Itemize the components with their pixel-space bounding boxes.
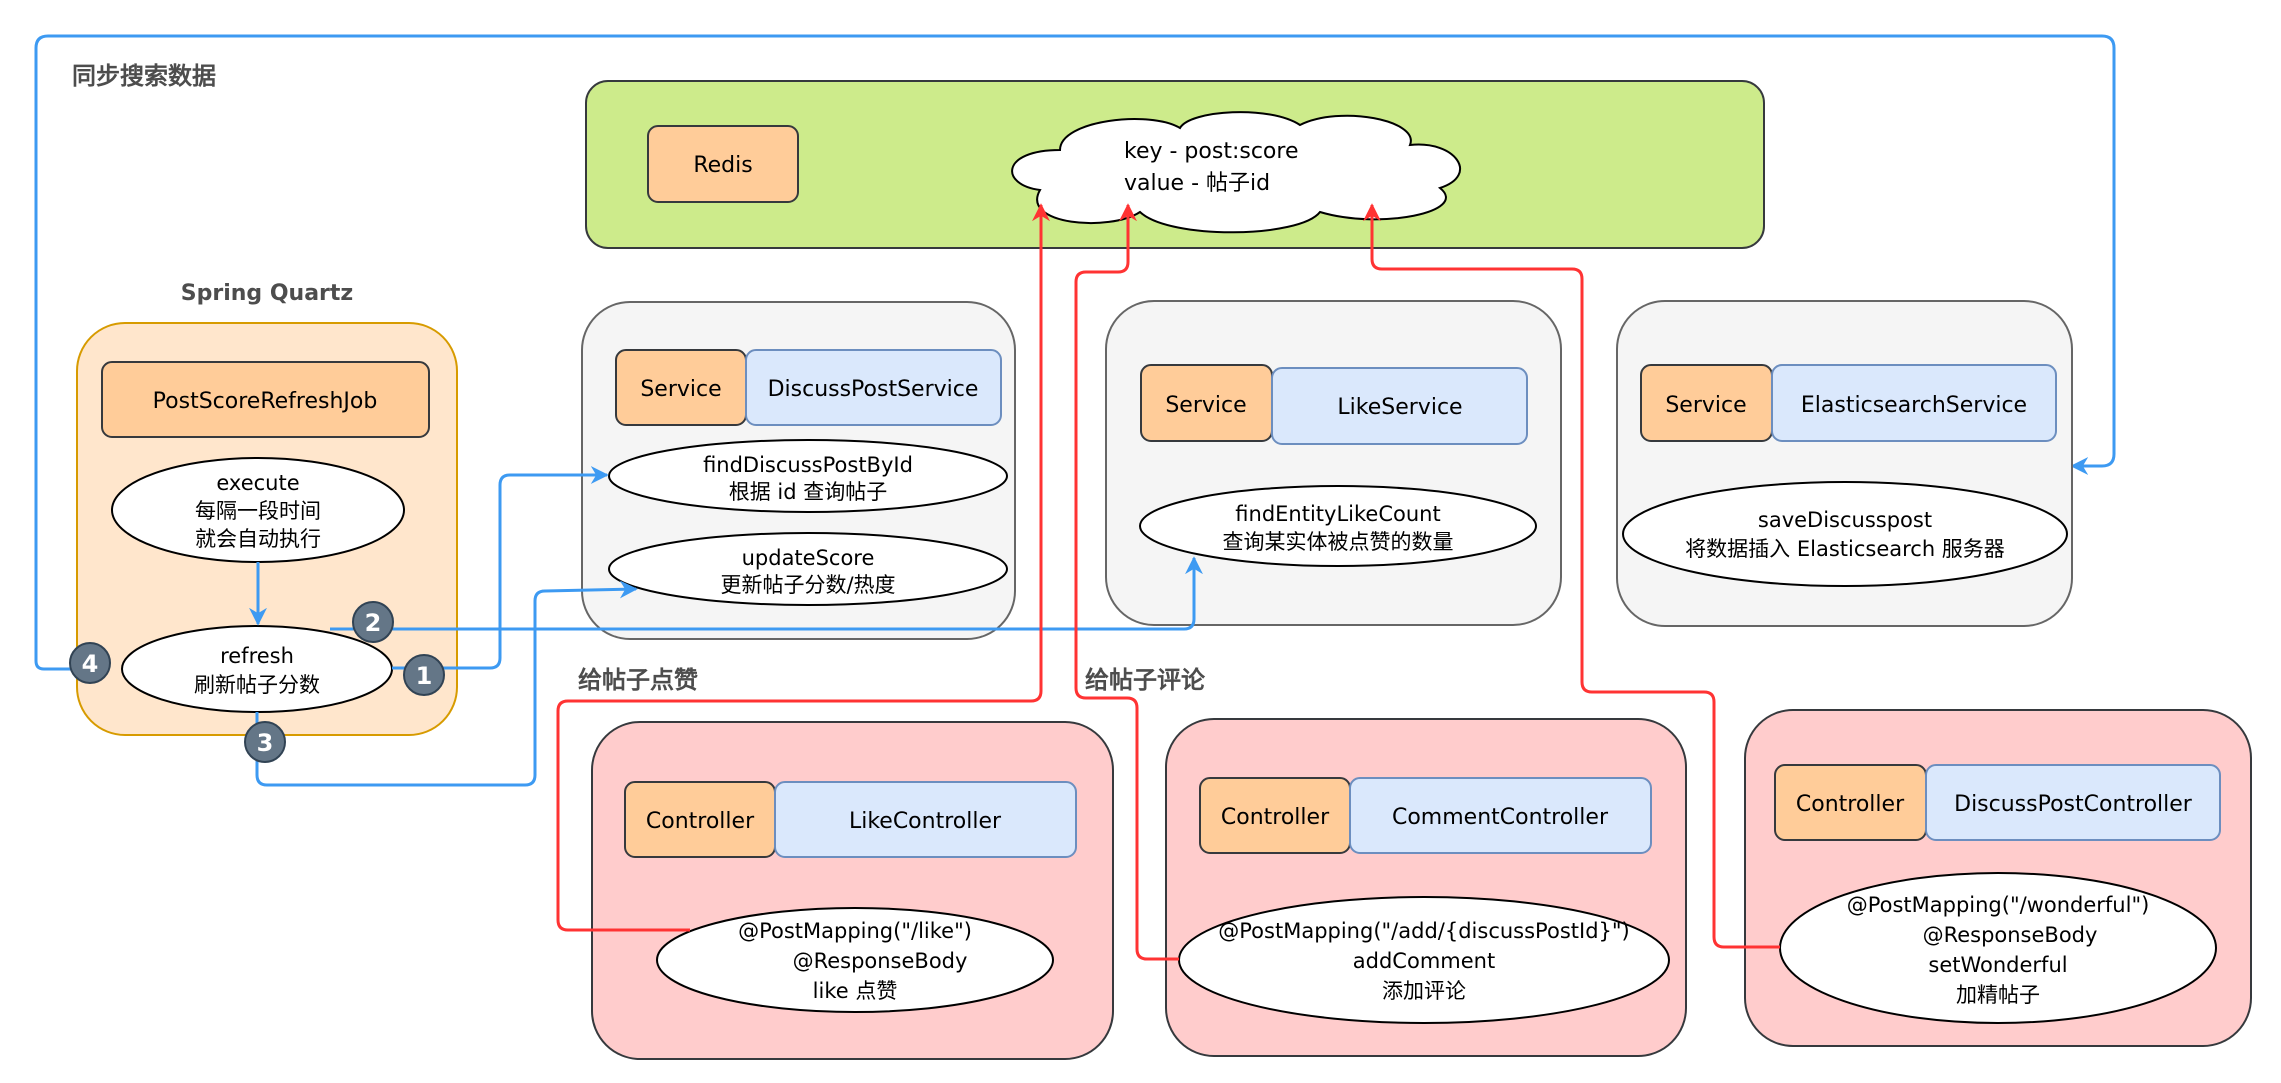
method-desc: 更新帖子分数/热度 [720, 573, 895, 597]
spring-quartz-container: PostScoreRefreshJob execute 每隔一段时间 就会自动执… [76, 322, 458, 736]
comment-section-label: 给帖子评论 [1085, 666, 1206, 694]
controller-name-tag [1349, 777, 1652, 854]
cloud-value-line: value - 帖子id [1124, 171, 1270, 196]
cloud-key-line: key - post:score [1124, 139, 1298, 164]
controller-tag-label: Controller [646, 809, 755, 834]
response-annotation: @ResponseBody [793, 949, 968, 973]
controller-tag-label: Controller [1796, 792, 1905, 817]
badge-number: 4 [82, 650, 99, 678]
step-badge-3: 3 [244, 721, 286, 763]
like-section-label: 给帖子点赞 [578, 666, 698, 694]
method-desc: 根据 id 查询帖子 [729, 480, 888, 504]
service-name-tag [745, 349, 1002, 426]
execute-name: execute [216, 471, 299, 495]
controller-tag-label: Controller [1221, 805, 1330, 830]
method-desc: 添加评论 [1382, 979, 1466, 1003]
discusspost-service-panel: Service DiscussPostService findDiscussPo… [581, 301, 1016, 640]
mapping-annotation: @PostMapping("/like") [738, 919, 972, 943]
method-name: saveDiscusspost [1758, 508, 1932, 532]
service-name-tag [1771, 364, 2057, 442]
like-to-redis-connector [556, 203, 1050, 932]
mapping-annotation: @PostMapping("/add/{discussPostId}") [1218, 919, 1629, 943]
step2-connector [330, 556, 1203, 631]
response-annotation: @ResponseBody [1923, 923, 2098, 947]
controller-name: CommentController [1392, 805, 1609, 830]
service-tag-label: Service [1165, 393, 1246, 418]
service-name-tag [1271, 367, 1528, 445]
comment-controller-panel: Controller CommentController @PostMappin… [1165, 718, 1687, 1057]
controller-name: DiscussPostController [1954, 792, 2193, 817]
sync-search-connector [34, 34, 2116, 671]
controller-name: LikeController [849, 809, 1002, 834]
redis-label: Redis [693, 153, 752, 178]
execute-desc-2: 就会自动执行 [195, 527, 321, 551]
job-tag [101, 361, 430, 438]
redis-cloud-icon [1011, 111, 1461, 234]
find-discusspost-method [608, 439, 1008, 513]
step-badge-1: 1 [403, 654, 445, 696]
step-badge-2: 2 [352, 601, 394, 643]
badge-number: 2 [365, 609, 382, 637]
method-desc: like 点赞 [813, 979, 898, 1003]
execute-desc-1: 每隔一段时间 [195, 499, 321, 523]
method-name: findEntityLikeCount [1235, 502, 1440, 526]
step-badge-4: 4 [69, 642, 111, 684]
redis-container: Redis key - post:score value - 帖子id [585, 80, 1765, 249]
method-name: updateScore [742, 546, 875, 570]
badge-number: 3 [257, 729, 274, 757]
discusspost-controller-panel: Controller DiscussPostController @PostMa… [1744, 709, 2252, 1047]
refresh-name: refresh [220, 644, 294, 668]
job-name: PostScoreRefreshJob [153, 389, 378, 414]
spring-quartz-title: Spring Quartz [181, 281, 353, 306]
sync-search-title: 同步搜索数据 [72, 62, 216, 90]
refresh-method [121, 625, 393, 713]
method-desc: 加精帖子 [1956, 983, 2040, 1007]
service-name: ElasticsearchService [1801, 393, 2027, 418]
step1-connector [392, 466, 609, 670]
like-controller-panel: Controller LikeController @PostMapping("… [591, 721, 1114, 1060]
badge-number: 1 [416, 662, 433, 690]
wonderful-to-redis-connector [1363, 203, 1780, 949]
elasticsearch-service-panel: Service ElasticsearchService saveDiscuss… [1616, 300, 2073, 627]
controller-name-tag [774, 781, 1077, 858]
comment-to-redis-connector [1074, 203, 1179, 961]
method-desc: 查询某实体被点赞的数量 [1223, 530, 1454, 554]
controller-name-tag [1925, 764, 2221, 841]
like-method [656, 907, 1054, 1013]
refresh-desc: 刷新帖子分数 [194, 673, 320, 697]
update-score-method [608, 532, 1008, 606]
service-tag-label: Service [640, 377, 721, 402]
service-name: LikeService [1337, 395, 1462, 420]
redis-tag [647, 125, 799, 203]
service-name: DiscussPostService [768, 377, 979, 402]
method-name: setWonderful [1928, 953, 2067, 977]
method-name: addComment [1353, 949, 1495, 973]
service-tag-label: Service [1665, 393, 1746, 418]
like-service-panel: Service LikeService findEntityLikeCount … [1105, 300, 1562, 626]
method-desc: 将数据插入 Elasticsearch 服务器 [1685, 537, 2005, 561]
step3-connector [255, 580, 638, 787]
method-name: findDiscussPostById [703, 453, 913, 477]
find-entity-like-count-method [1139, 485, 1537, 567]
mapping-annotation: @PostMapping("/wonderful") [1847, 893, 2150, 917]
save-discusspost-method [1622, 481, 2068, 587]
